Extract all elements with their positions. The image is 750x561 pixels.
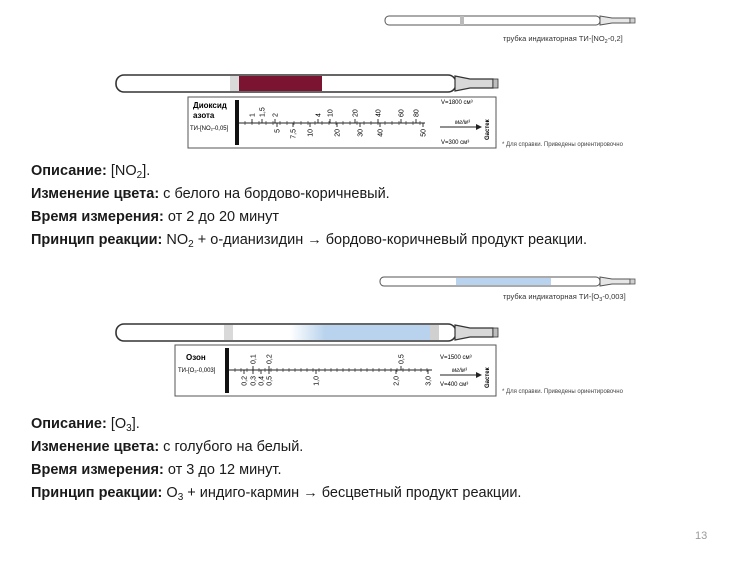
no2-scale-name2: азота — [193, 111, 215, 120]
no2-top-tick-label: 1,5 — [260, 107, 267, 117]
o3-volume-top: V=1500 см³ — [440, 355, 472, 361]
no2-top-tick-label: 60 — [399, 109, 406, 117]
no2-top-tick-label: 10 — [328, 109, 335, 117]
no2-bottom-tick-label: 40 — [378, 129, 385, 137]
o3-description-line: Описание: [O3]. — [31, 416, 140, 434]
no2-bottom-tick-label: 7,5 — [291, 129, 298, 139]
o3-description-block: Описание: [O3]. Изменение цвета: с голуб… — [31, 413, 521, 505]
o3-top-tick-label: 0,1 — [251, 354, 258, 364]
no2-top-tick-label: 40 — [376, 109, 383, 117]
o3-bottom-tick-label: 2,0 — [394, 376, 401, 386]
o3-reaction-line: Принцип реакции: O3 + индиго-кармин → бе… — [31, 485, 522, 503]
no2-bottom-tick-label: 5 — [275, 129, 282, 133]
no2-top-tick-label: 1 — [250, 113, 257, 117]
o3-bottom-tick-label: 3,0 — [426, 376, 433, 386]
no2-small-tube — [384, 15, 636, 26]
no2-tube-figure: трубка индикаторная ТИ-[NO2-0,2] Диоксид… — [115, 15, 636, 149]
no2-bottom-tick-label: 20 — [335, 129, 342, 137]
o3-reference-note: * Для справки. Приведены ориентировочно — [502, 389, 624, 395]
o3-small-tube-caption: трубка индикаторная ТИ-[O3-0,003] — [503, 292, 626, 303]
o3-scale-model: ТИ-[O₃-0,003] — [178, 368, 216, 374]
no2-brand: Gастек — [485, 119, 491, 140]
slide-number: 13 — [695, 530, 708, 542]
o3-color-change-line: Изменение цвета: с голубого на белый. — [31, 439, 304, 455]
no2-bottom-tick-label: 30 — [358, 129, 365, 137]
o3-bottom-tick-label: 0,4 — [259, 376, 266, 386]
o3-tube-figure: трубка индикаторная ТИ-[O3-0,003] Озон Т… — [115, 276, 636, 397]
no2-reaction-line: Принцип реакции: NO2 + о-дианизидин → бо… — [31, 232, 588, 250]
no2-large-tube — [115, 74, 499, 93]
o3-bottom-tick-label: 0,2 — [242, 376, 249, 386]
o3-bottom-tick-label: 0,3 — [251, 376, 258, 386]
o3-bottom-tick-label: 1,0 — [314, 376, 321, 386]
o3-time-line: Время измерения: от 3 до 12 минут. — [31, 462, 282, 478]
no2-scale-name1: Диоксид — [193, 101, 227, 110]
o3-unit: мг/м³ — [452, 368, 468, 374]
o3-stain — [290, 325, 430, 340]
o3-top-tick-label: 0,5 — [399, 354, 406, 364]
o3-large-tube — [115, 323, 499, 342]
no2-top-tick-label: 80 — [414, 109, 421, 117]
no2-small-tube-caption: трубка индикаторная ТИ-[NO2-0,2] — [503, 34, 623, 45]
no2-bottom-tick-label: 50 — [421, 129, 428, 137]
no2-reference-note: * Для справки. Приведены ориентировочно — [502, 142, 624, 148]
o3-small-tube — [379, 276, 636, 287]
no2-top-tick-label: 20 — [353, 109, 360, 117]
o3-scale-name: Озон — [186, 353, 206, 362]
no2-description-block: Описание: [NO2]. Изменение цвета: с бело… — [31, 160, 587, 252]
no2-time-line: Время измерения: от 2 до 20 минут — [31, 209, 280, 225]
no2-top-tick-label: 2 — [273, 113, 280, 117]
no2-scale-model: ТИ-[NO₂-0,05] — [190, 126, 229, 132]
no2-volume-bottom: V=300 см³ — [441, 140, 469, 146]
no2-unit: мг/м³ — [455, 120, 471, 126]
no2-description-line: Описание: [NO2]. — [31, 163, 151, 181]
o3-brand: Gастек — [485, 367, 491, 388]
o3-bottom-tick-label: 0,5 — [267, 376, 274, 386]
o3-top-tick-label: 0,2 — [267, 354, 274, 364]
no2-volume-top: V=1800 см³ — [441, 100, 473, 106]
no2-bottom-tick-label: 10 — [308, 129, 315, 137]
no2-top-tick-label: 4 — [316, 113, 323, 117]
no2-color-change-line: Изменение цвета: с белого на бордово-кор… — [31, 186, 390, 202]
no2-stain — [239, 76, 322, 91]
o3-volume-bottom: V=400 см³ — [440, 382, 468, 388]
